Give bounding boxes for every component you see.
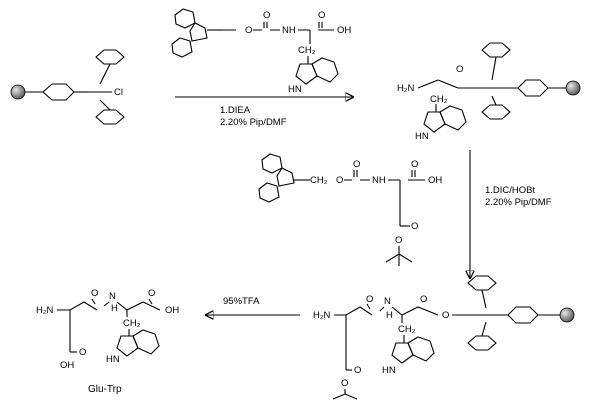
phenyl-ring	[42, 83, 75, 101]
carbonyl-o-label: O	[263, 10, 270, 21]
h2n-label: H₂N	[313, 310, 331, 321]
phenyl-ring	[507, 306, 539, 324]
carbonyl-o-label: O	[366, 294, 373, 305]
fluorene-ring	[174, 8, 196, 29]
carbonyl-o-label: O	[353, 159, 360, 170]
ch2-label: CH₂	[310, 175, 328, 186]
indole-ring	[311, 57, 339, 83]
h-label: H	[111, 303, 118, 314]
fmoc-glu-otbu-oh: CH₂ O O NH O OH O O	[258, 153, 442, 266]
indole-ring	[407, 336, 435, 362]
hn-label: HN	[382, 365, 396, 376]
carbonyl-o-label: O	[420, 294, 427, 305]
nh-label: NH	[282, 25, 296, 36]
fluorene-ring	[261, 153, 283, 174]
resin-bead	[559, 307, 575, 323]
ch2-label: CH₂	[298, 45, 316, 56]
fluorene-ring	[171, 37, 193, 58]
carbonyl-o-label: O	[456, 64, 463, 75]
n-label: N	[109, 291, 116, 302]
step1-reagent-1: 1.DIEA	[220, 105, 251, 116]
indole-ring	[391, 342, 414, 364]
resin-bead	[10, 84, 26, 100]
phenyl-ring	[481, 42, 511, 58]
ester-o-label: O	[442, 310, 449, 321]
phenyl-ring	[467, 335, 497, 351]
ch2-label: CH₂	[398, 324, 416, 335]
chlorine-label: Cl	[114, 87, 123, 98]
oxygen-label: O	[336, 175, 343, 186]
step1-reagent-2: 2.20% Pip/DMF	[220, 117, 287, 128]
h-label: H	[386, 310, 393, 321]
glu-trp-trityl-resin: H₂N O N H O O O O CH₂ HN	[313, 275, 575, 400]
indole-ring	[132, 329, 160, 355]
n-label: N	[384, 296, 391, 307]
oxygen-label: O	[245, 25, 252, 36]
h2n-label: H₂N	[36, 305, 54, 316]
ch2-label: CH₂	[430, 94, 448, 105]
nh-label: NH	[372, 175, 386, 186]
phenyl-ring	[467, 275, 497, 291]
fluorene-ring	[276, 167, 295, 187]
acid-o-label: O	[148, 288, 155, 299]
phenyl-ring	[95, 49, 125, 65]
trp-trityl-resin: H₂N O CH₂ HN	[397, 42, 581, 142]
indole-ring	[423, 111, 446, 133]
phenyl-ring	[481, 104, 511, 120]
fmoc-trp-oh: O O NH O OH CH₂ HN	[171, 8, 351, 95]
hn-label: HN	[288, 84, 302, 95]
hn-label: HN	[106, 354, 120, 365]
step2-reagent-2: 2.20% Pip/DMF	[485, 197, 552, 208]
oh-label: OH	[428, 175, 442, 186]
acid-o-label: O	[411, 159, 418, 170]
indole-ring	[295, 63, 318, 85]
ester-o-label: O	[341, 378, 348, 389]
h2n-label: H₂N	[397, 83, 415, 94]
phenyl-ring	[95, 109, 125, 125]
ch2-label: CH₂	[123, 318, 141, 329]
phenyl-ring	[517, 79, 549, 97]
hn-label: HN	[415, 131, 429, 142]
oh-label: OH	[60, 360, 74, 371]
oh-label: OH	[165, 305, 179, 316]
carbonyl-o-label: O	[91, 288, 98, 299]
glu-trp-product: H₂N O N H O OH O OH CH₂ HN Glu-Trp	[36, 288, 179, 395]
ester-o-label: O	[395, 235, 402, 246]
step2-reagent-1: 1.DIC/HOBt	[485, 185, 536, 196]
fluorene-ring	[258, 182, 280, 203]
carbonyl-o-label: O	[79, 347, 86, 358]
oh-label: OH	[337, 25, 351, 36]
indole-ring	[439, 105, 467, 131]
trityl-chloride-resin: Cl	[10, 49, 125, 125]
carbonyl-o-label: O	[411, 221, 418, 232]
fluorene-ring	[189, 22, 208, 42]
product-name: Glu-Trp	[88, 384, 122, 395]
indole-ring	[116, 335, 139, 357]
resin-bead	[565, 80, 581, 96]
carbonyl-o-label: O	[354, 365, 361, 376]
step3-reagent-1: 95%TFA	[223, 296, 260, 307]
acid-o-label: O	[318, 10, 325, 21]
